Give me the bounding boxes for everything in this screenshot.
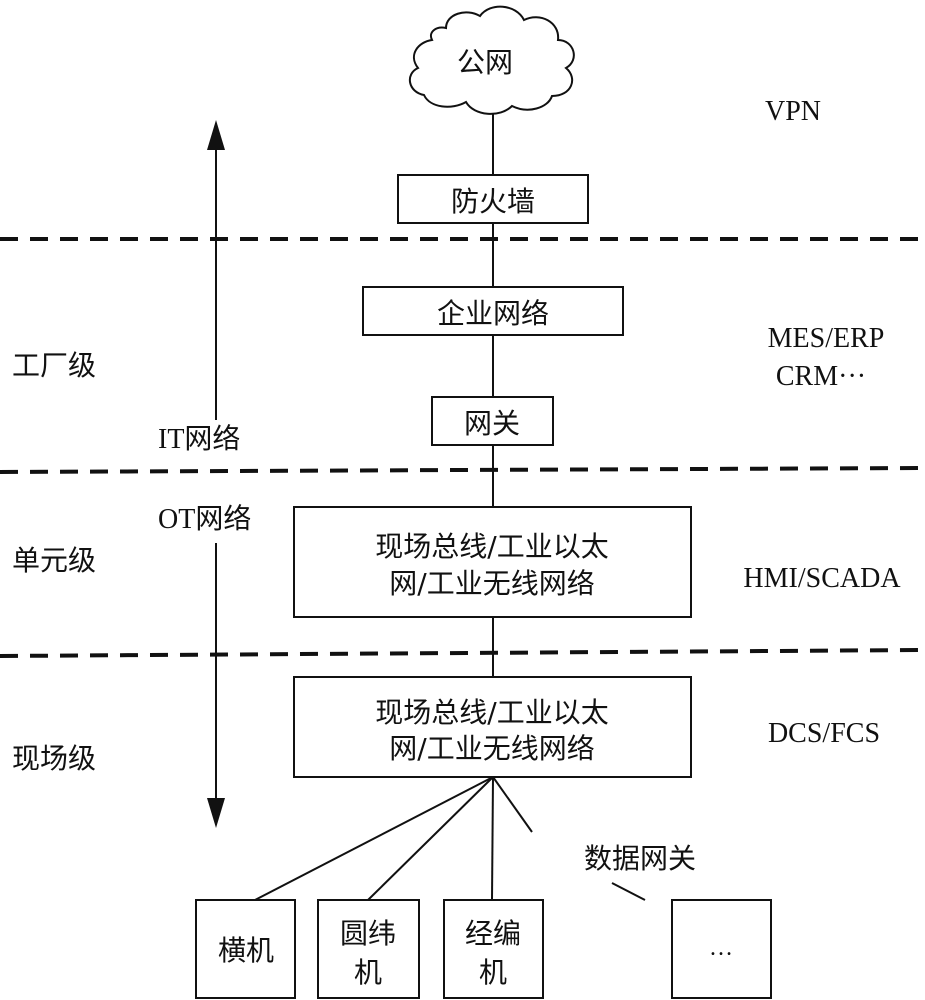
- unit-network-box: 现场总线/工业以太 网/工业无线网络: [293, 506, 692, 618]
- cloud-label: 公网: [457, 46, 513, 79]
- firewall-box: 防火墙: [397, 174, 589, 224]
- mes-erp-label: MES/ERP: [768, 323, 885, 354]
- arrow-down-icon: [207, 798, 225, 828]
- data-gateway-label: 数据网关: [584, 842, 696, 875]
- unit-network-label-line1: 现场总线/工业以太: [375, 530, 608, 563]
- arrow-up-icon: [207, 120, 225, 150]
- dcs-fcs-label: DCS/FCS: [768, 718, 880, 749]
- device-circular-knitting-machine: 圆纬 机: [317, 899, 420, 999]
- device-flat-knitting-machine: 横机: [195, 899, 296, 999]
- level-label-unit: 单元级: [12, 544, 96, 577]
- device-label-line2: 机: [479, 956, 507, 989]
- it-network-arrow: [207, 120, 225, 420]
- firewall-label: 防火墙: [451, 185, 535, 218]
- enterprise-network-label: 企业网络: [437, 297, 549, 330]
- enterprise-network-box: 企业网络: [362, 286, 624, 336]
- link-field-device-3: [491, 776, 494, 901]
- level-label-factory: 工厂级: [12, 349, 96, 382]
- device-label-line1: 经编: [465, 917, 521, 950]
- link-field-device-1: [254, 776, 494, 901]
- device-label-line2: 机: [354, 956, 382, 989]
- link-field-data-gateway: [492, 776, 533, 833]
- gateway-label: 网关: [464, 407, 520, 440]
- ot-network-arrow: [207, 543, 225, 828]
- field-network-box: 现场总线/工业以太 网/工业无线网络: [293, 676, 692, 778]
- ellipsis-icon: …: [709, 935, 733, 961]
- device-label-line1: 横机: [218, 934, 274, 967]
- cloud-icon: [408, 5, 575, 115]
- level-label-field: 现场级: [12, 742, 96, 775]
- separator-factory-unit: [0, 466, 925, 474]
- device-label-line1: 圆纬: [340, 917, 396, 950]
- crm-label: CRM···: [776, 361, 866, 392]
- unit-network-label-line2: 网/工业无线网络: [389, 567, 594, 600]
- field-network-label-line1: 现场总线/工业以太: [375, 696, 608, 729]
- link-field-device-2: [367, 776, 494, 901]
- vpn-label: VPN: [765, 96, 821, 127]
- hmi-scada-label: HMI/SCADA: [743, 563, 901, 594]
- gateway-box: 网关: [431, 396, 554, 446]
- it-network-label: IT网络: [158, 423, 240, 455]
- device-warp-knitting-machine: 经编 机: [443, 899, 544, 999]
- public-network-cloud: 公网: [408, 5, 575, 115]
- device-more: …: [671, 899, 772, 999]
- field-network-label-line2: 网/工业无线网络: [389, 732, 594, 765]
- link-data-gateway-device-4: [611, 882, 646, 901]
- separator-unit-field: [0, 648, 925, 658]
- ot-network-label: OT网络: [158, 503, 251, 535]
